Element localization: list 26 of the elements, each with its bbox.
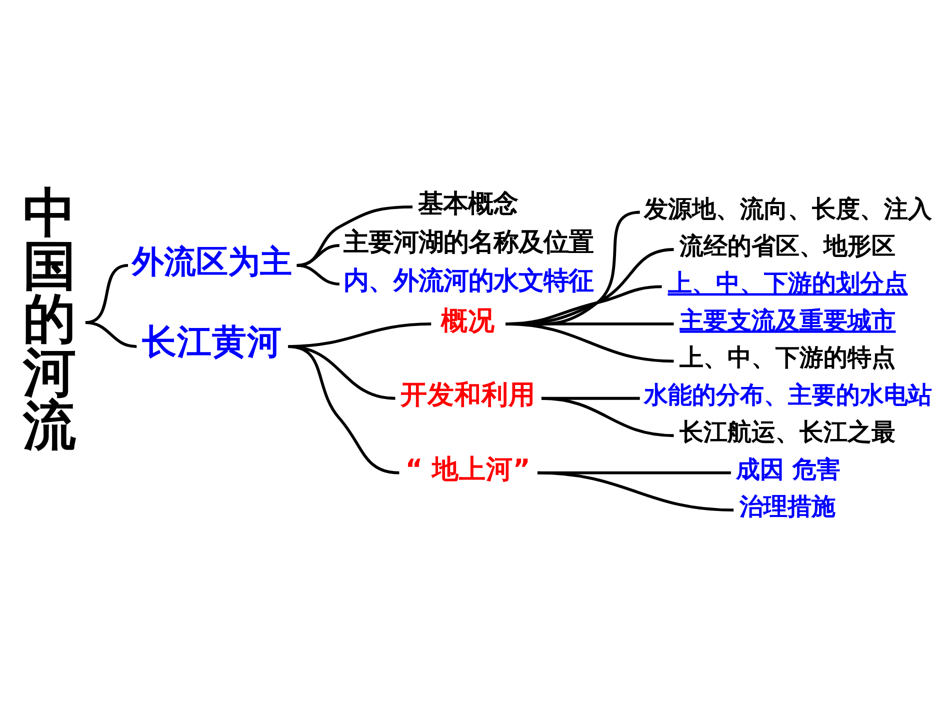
node-text: 治理措施 xyxy=(740,492,836,521)
node-text: 中国的河流 xyxy=(22,182,76,457)
node-text: 发源地、流向、长度、注入 xyxy=(644,194,932,223)
connector xyxy=(288,345,400,474)
connector xyxy=(537,471,734,512)
node-text: 上、中、下游的划分点 xyxy=(668,269,908,298)
node-text: 水能的分布、主要的水电站 xyxy=(644,380,932,409)
node-text: 上、中、下游的特点 xyxy=(680,344,896,372)
node-text: 主要河湖的名称及位置 xyxy=(343,227,594,256)
connector xyxy=(296,264,340,286)
node-text: 基本概念 xyxy=(418,188,518,218)
connector xyxy=(506,322,674,363)
node-text: 流经的省区、地形区 xyxy=(680,232,896,260)
node-text: 内、外流河的水文特征 xyxy=(343,266,594,295)
node-text: 外流区为主 xyxy=(132,242,292,280)
connector xyxy=(85,264,128,324)
node-text: 主要支流及重要城市 xyxy=(680,306,896,334)
node-text: 长江航运、长江之最 xyxy=(680,418,896,446)
node-text: “ 地上河” xyxy=(405,454,530,486)
connector xyxy=(541,396,674,438)
node-text: 长江黄河 xyxy=(142,322,282,363)
connector xyxy=(296,205,413,267)
node-text: 概况 xyxy=(441,305,496,336)
connector xyxy=(85,321,137,348)
node-text: 开发和利用 xyxy=(400,380,536,411)
node-text: 成因 危害 xyxy=(736,455,841,484)
